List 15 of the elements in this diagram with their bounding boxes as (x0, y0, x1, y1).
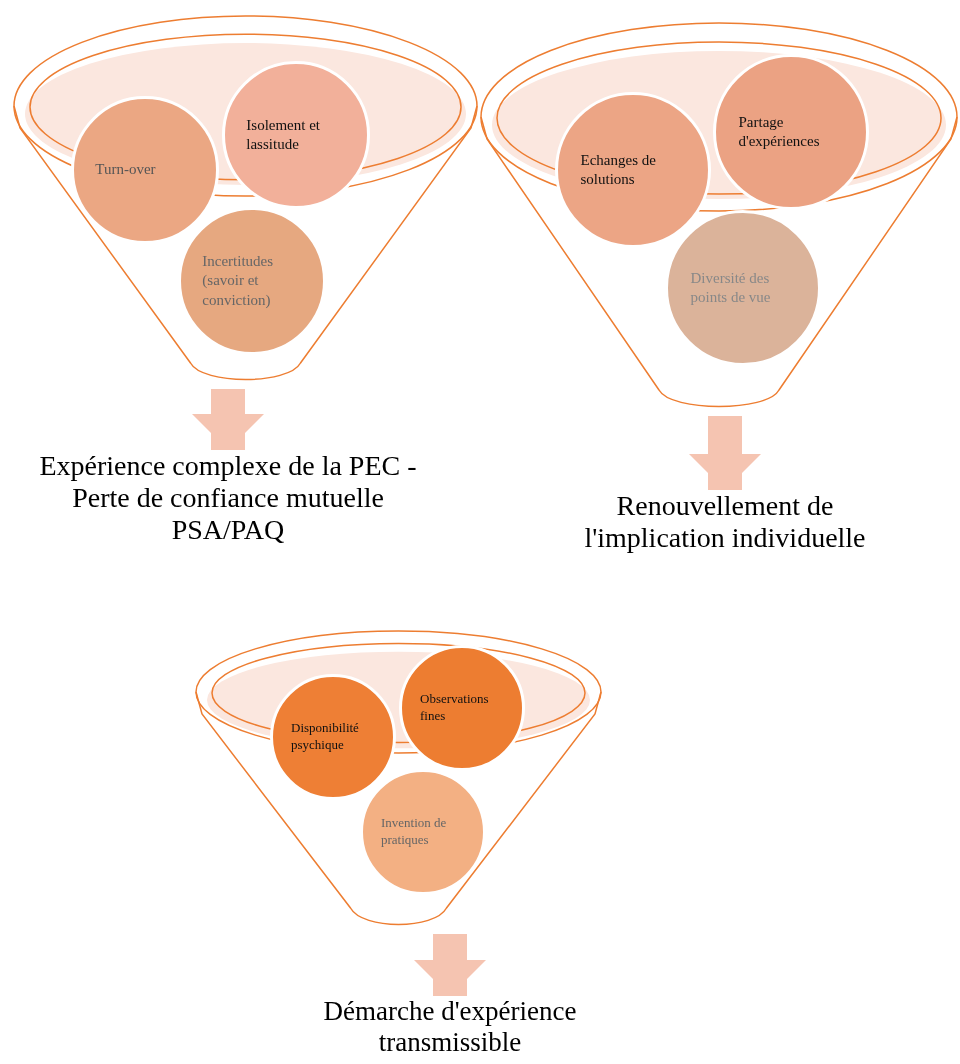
circle-label: Incertitudes (savoir et conviction) (202, 251, 275, 310)
circle-label: Disponibilité psychique (291, 720, 360, 754)
outcome-text: Renouvellement de l'implication individuelle (555, 490, 895, 555)
circle-label: Partage d'expériences (738, 112, 821, 151)
circle-label: Isolement et lassitude (246, 115, 322, 154)
down-arrow (414, 934, 486, 996)
outcome-text: Expérience complexe de la PEC - Perte de confiance mutuelle PSA/PAQ (18, 450, 438, 547)
circle-label: Observations fines (420, 691, 490, 725)
down-arrow (689, 416, 761, 490)
circle-label: Turn-over (95, 160, 157, 180)
circle-label: Diversité des points de vue (690, 268, 772, 307)
circle-label: Invention de pratiques (381, 815, 448, 849)
outcome-text: Démarche d'expérience transmissible (285, 996, 615, 1059)
circle-label: Echanges de solutions (580, 150, 657, 189)
down-arrow (192, 389, 264, 450)
